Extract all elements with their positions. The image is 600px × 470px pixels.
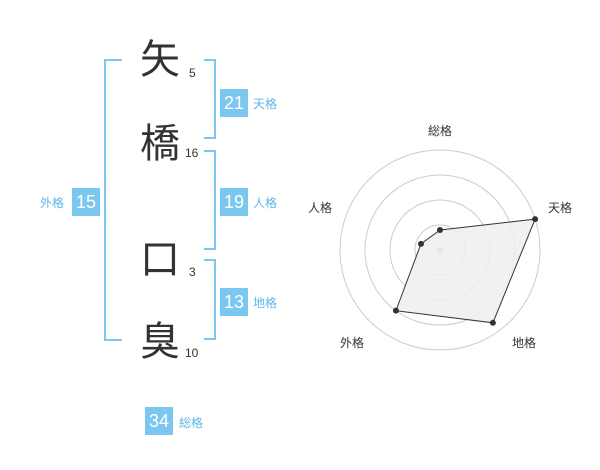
radar-series-area [395, 218, 536, 324]
tenkaku-value-badge: 21 [220, 89, 248, 117]
stroke-count-2: 16 [185, 146, 199, 160]
radar-data-point [392, 307, 399, 314]
chikaku-value-badge: 13 [220, 288, 248, 316]
radar-axis-label-soukaku: 総格 [428, 124, 453, 138]
soukaku-label: 総格 [179, 416, 204, 430]
stroke-count-3: 3 [189, 265, 196, 279]
radar-data-point [489, 319, 496, 326]
radar-axis-label-jinkaku: 人格 [308, 201, 333, 215]
chikaku-label: 地格 [253, 296, 278, 310]
radar-axis-label-tenkaku: 天格 [548, 201, 573, 215]
radar-data-point [437, 227, 443, 233]
radar-data-point [417, 240, 424, 247]
soukaku-value-badge: 34 [145, 407, 173, 435]
radar-data-point [532, 216, 539, 223]
name-char-3: 口 [140, 237, 180, 283]
jinkaku-bracket [204, 150, 216, 250]
jinkaku-label: 人格 [253, 196, 278, 210]
gaikaku-value-badge: 15 [72, 188, 100, 216]
radar-grid-ring [339, 149, 541, 351]
chikaku-bracket [204, 259, 216, 340]
tenkaku-label: 天格 [253, 97, 278, 111]
gaikaku-bracket [104, 59, 122, 341]
name-char-2: 橋 [140, 121, 180, 167]
radar-axis-label-chikaku: 地格 [512, 336, 537, 350]
tenkaku-bracket [204, 59, 216, 139]
jinkaku-value-badge: 19 [220, 188, 248, 216]
name-char-1: 矢 [140, 37, 180, 83]
stroke-count-1: 5 [189, 66, 196, 80]
stroke-count-4: 10 [185, 346, 199, 360]
radar-axis-label-gaikaku: 外格 [340, 336, 365, 350]
name-char-4: 臭 [140, 319, 180, 365]
gaikaku-label: 外格 [40, 196, 65, 210]
